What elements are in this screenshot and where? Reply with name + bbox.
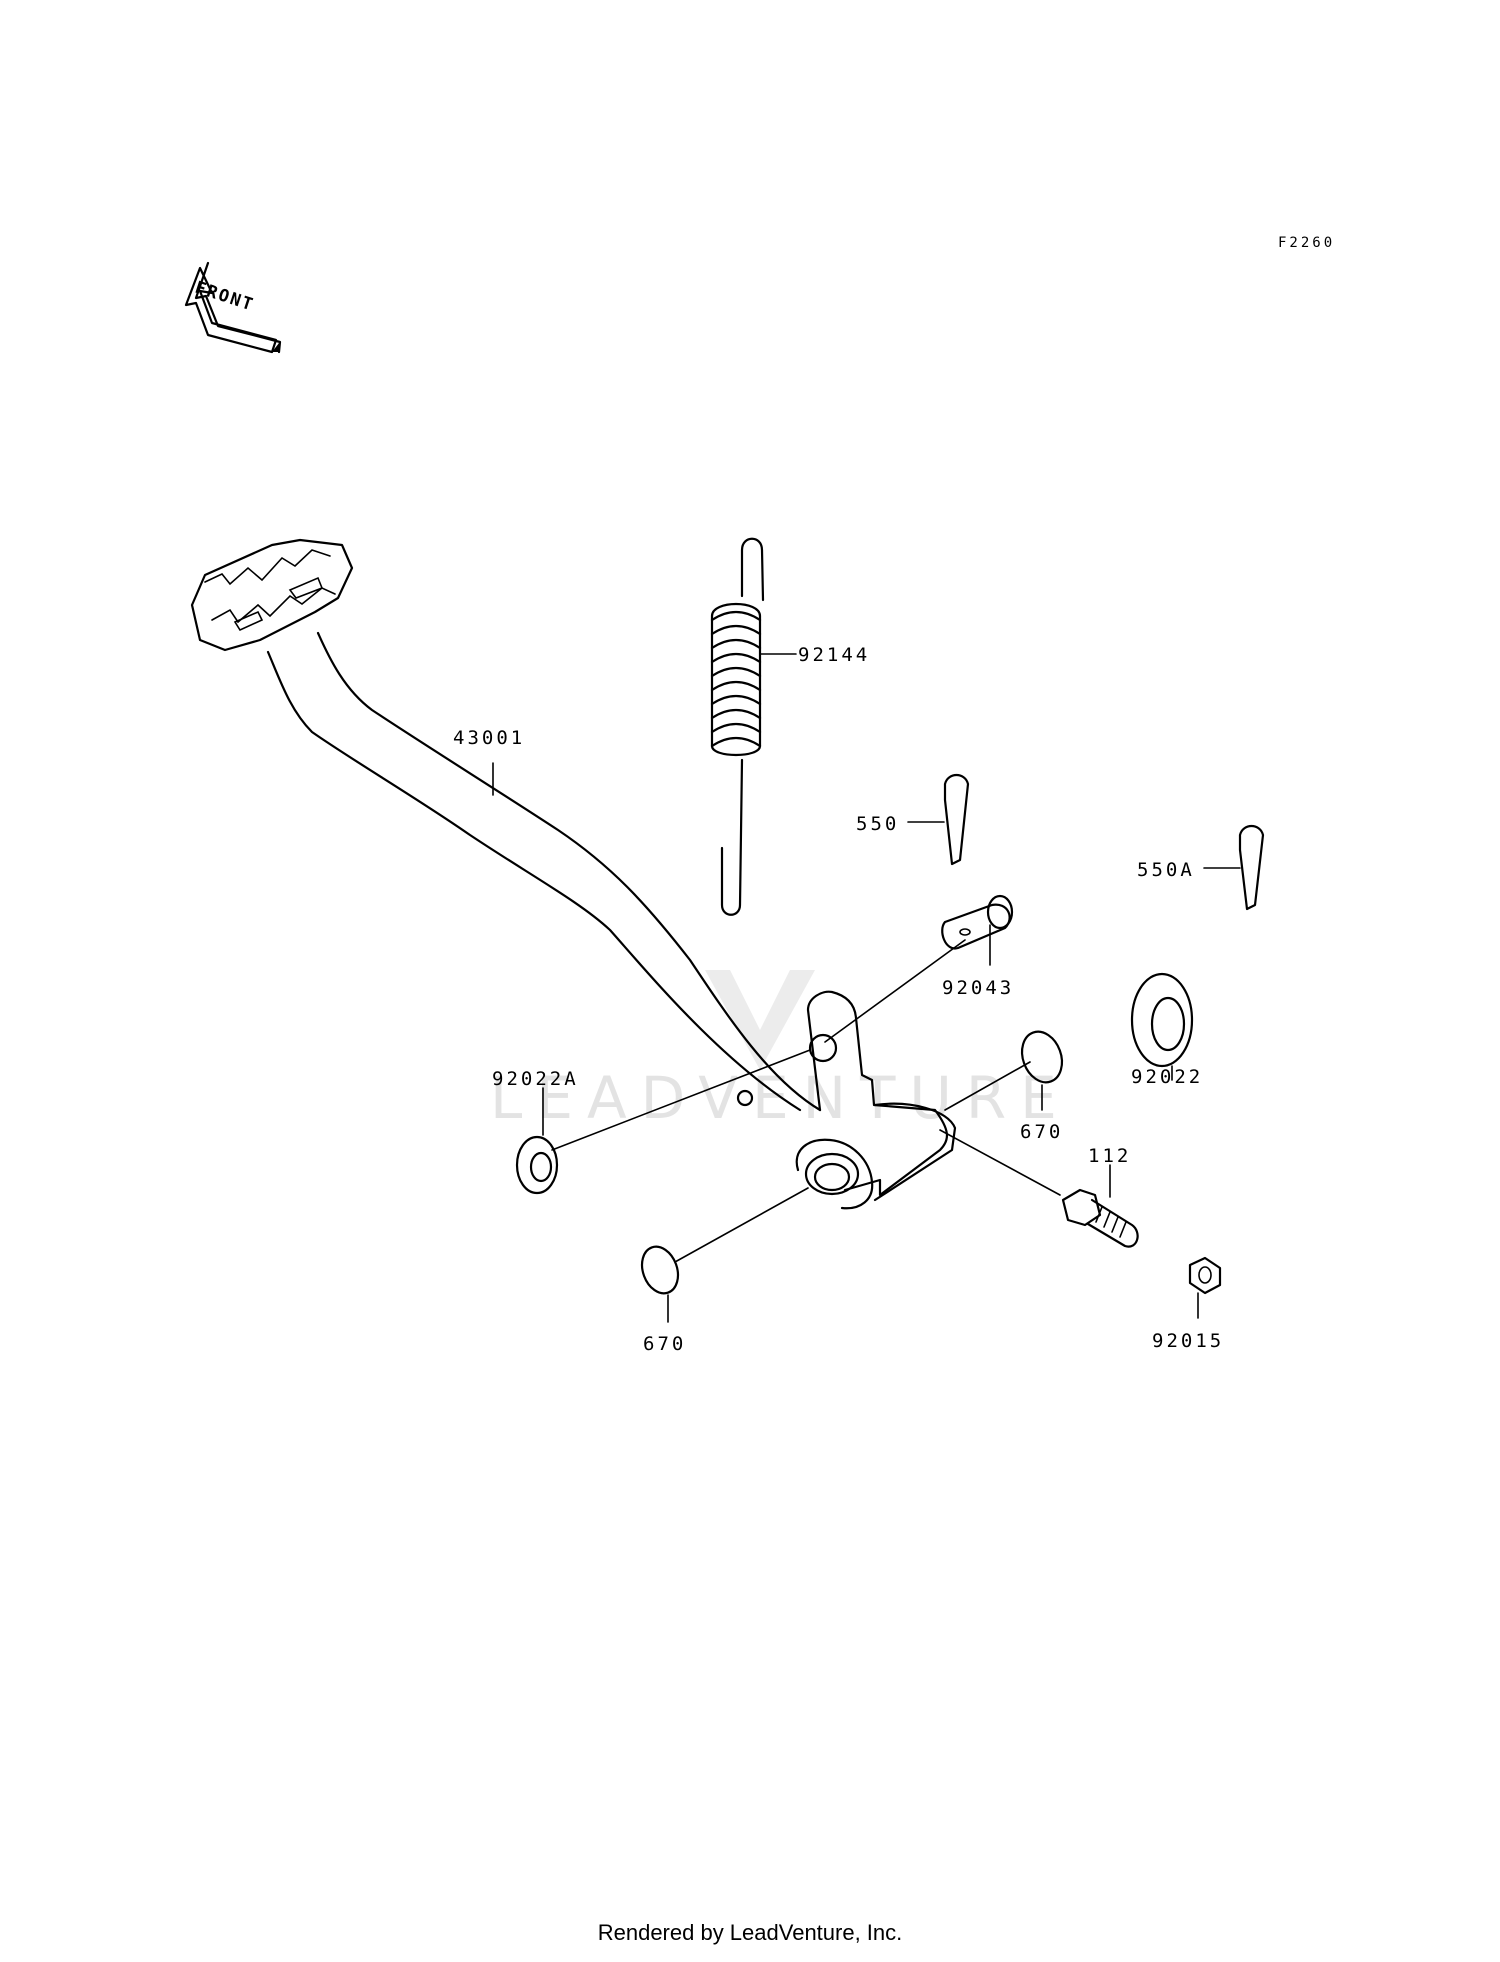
watermark-text: LEADVENTURE [490, 1064, 1071, 1132]
label-92043: 92043 [942, 977, 1014, 999]
label-92022a: 92022A [492, 1068, 579, 1090]
cotter-pin-550 [907, 773, 970, 866]
watermark: LEADVENTURE [490, 970, 1071, 1132]
label-550: 550 [856, 813, 899, 835]
footer-credit: Rendered by LeadVenture, Inc. [597, 1920, 903, 1945]
label-43001: 43001 [453, 727, 525, 749]
label-92022: 92022 [1131, 1066, 1203, 1088]
label-670-bottom: 670 [643, 1333, 686, 1355]
bolt-112 [939, 1129, 1139, 1248]
nut-92015 [1188, 1256, 1222, 1319]
return-spring [710, 537, 797, 916]
brake-pedal [190, 538, 957, 1210]
label-92015: 92015 [1152, 1330, 1224, 1352]
label-92144: 92144 [798, 644, 870, 666]
front-label: FRONT [192, 278, 256, 316]
clevis-pin [824, 894, 1014, 1043]
front-arrow-icon: FRONT [184, 261, 282, 354]
o-ring-670-top [944, 1030, 1064, 1111]
washer-92022a [515, 1049, 811, 1195]
label-670-top: 670 [1020, 1121, 1063, 1143]
cotter-pin-550a [1203, 824, 1265, 911]
o-ring-670-bottom [640, 1187, 809, 1323]
diagram-code: F2260 [1278, 235, 1335, 251]
label-112: 112 [1088, 1145, 1131, 1167]
washer-92022 [1130, 972, 1194, 1081]
label-550a: 550A [1137, 859, 1195, 881]
